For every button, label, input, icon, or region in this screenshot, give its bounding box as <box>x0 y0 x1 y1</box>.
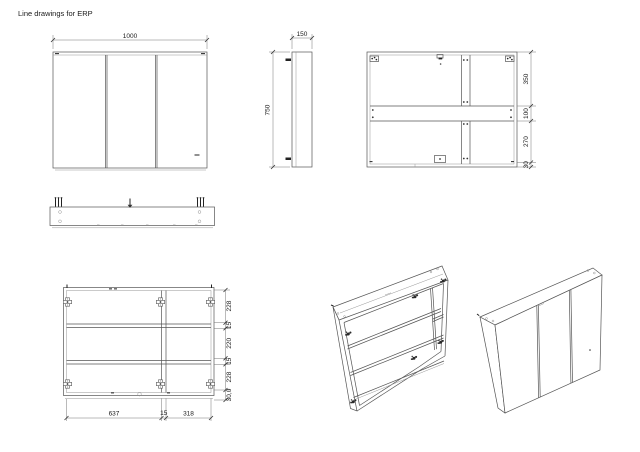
dim-label-width: 1000 <box>123 33 138 40</box>
hinge-block-right <box>505 55 515 62</box>
page-title: Line drawings for ERP <box>18 9 93 18</box>
top-view <box>49 197 215 229</box>
fixing-screws-right <box>196 197 205 207</box>
isometric-open-view <box>330 265 449 412</box>
dim-label: 350 <box>523 73 530 84</box>
hinge-mark-top <box>285 58 291 61</box>
hinge-mark-bottom <box>285 157 291 160</box>
dim-label: 637 <box>109 411 120 418</box>
cable-hole <box>137 392 142 397</box>
front-view: 1000 <box>50 33 210 171</box>
dim-label: 220 <box>226 337 233 348</box>
dim-label: 318 <box>183 411 194 418</box>
dim-label: 30 <box>523 161 530 169</box>
dim-label: 228 <box>226 371 233 382</box>
top-panel-holes <box>485 269 596 323</box>
back-view: 228 15 220 15 228 30,0 637 15 318 <box>62 284 233 421</box>
hinge-block-left <box>369 55 379 62</box>
center-marker <box>126 198 134 208</box>
door-mark <box>589 349 591 351</box>
dim-label: 228 <box>226 300 233 311</box>
dim-label-depth: 150 <box>297 31 308 38</box>
dim-label: 270 <box>523 136 530 147</box>
shelf-pin-holes <box>371 59 512 160</box>
dim-label: 15 <box>226 322 233 330</box>
dim-label: 30,0 <box>226 388 233 401</box>
dim-label: 15 <box>226 357 233 365</box>
dim-label-height: 750 <box>265 104 272 115</box>
dim-label: 100 <box>523 108 530 119</box>
fixing-screws-left <box>54 197 63 207</box>
wall-fixing-bottom <box>434 155 446 163</box>
top-panel-holes <box>336 267 439 318</box>
dim-label: 15 <box>160 410 168 417</box>
wall-fixing-top <box>436 54 444 65</box>
mounting-holes <box>58 210 202 223</box>
side-view: 150 750 <box>265 31 315 170</box>
isometric-closed-view <box>476 267 603 414</box>
internal-front-view: 350 100 270 30 <box>366 49 536 170</box>
hinge-plates <box>62 297 216 389</box>
